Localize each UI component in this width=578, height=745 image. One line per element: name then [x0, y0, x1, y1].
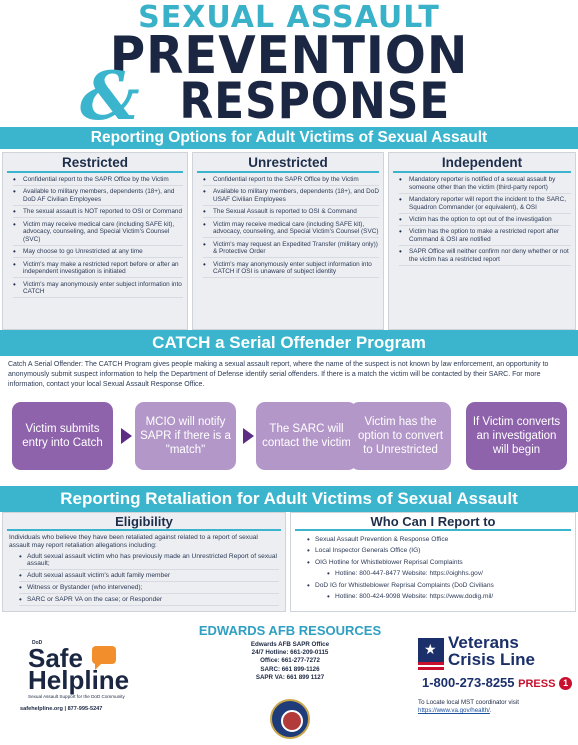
veterans-word: Veterans	[448, 633, 519, 652]
retaliation-banner: Reporting Retaliation for Adult Victims …	[0, 486, 578, 512]
dod-label: DoD	[32, 640, 43, 646]
independent-column: Independent Mandatory reporter is notifi…	[388, 152, 576, 330]
safe-helpline-logo: DoD Safe Helpline Sexual Assault Support…	[10, 640, 160, 720]
list-item: Available to military members, dependent…	[203, 188, 379, 207]
safe-helpline-word2: Helpline	[28, 665, 130, 695]
crisis-phone-number: 1-800-273-8255	[422, 675, 515, 690]
unrestricted-list: Confidential report to the SAPR Office b…	[193, 173, 383, 279]
list-item: DoD IG for Whistleblower Reprisal Compla…	[307, 582, 569, 591]
eligibility-intro: Individuals who believe they have been r…	[9, 534, 258, 549]
va-health-link[interactable]: https://www.va.gov/health/	[418, 707, 490, 714]
crisis-line-word: Crisis Line	[448, 650, 535, 669]
list-item: The Sexual Assault is reported to OSI & …	[203, 208, 379, 219]
flow-step-4: Victim has the option to convert to Unre…	[350, 402, 451, 470]
list-item: Victim's may anonymously enter subject i…	[13, 281, 183, 299]
unrestricted-title: Unrestricted	[197, 153, 379, 173]
list-item: Sexual Assault Prevention & Response Off…	[307, 536, 569, 545]
list-item: Victim's may anonymously enter subject i…	[203, 261, 379, 279]
list-item: Victim may receive medical care (includi…	[203, 221, 379, 239]
who-can-i-report-title: Who Can I Report to	[295, 513, 571, 531]
list-item: Adult sexual assault victim's adult fami…	[19, 572, 279, 583]
press-label: PRESS	[518, 678, 556, 690]
mst-note-text: To Locate local MST coordinator visit	[418, 699, 519, 706]
list-item: Available to military members, dependent…	[13, 188, 183, 207]
list-item: Witness or Bystander (who intervened);	[19, 584, 279, 595]
flow-step-3: The SARC will contact the victim	[256, 402, 357, 470]
list-item: Mandatory reporter will report the incid…	[399, 196, 571, 214]
list-item: Victim has the option to make a restrict…	[399, 228, 571, 247]
resource-line: Office: 661-277-7272	[260, 657, 320, 665]
speech-bubble-icon	[92, 646, 116, 670]
eligibility-list: Adult sexual assault victim who has prev…	[3, 552, 285, 607]
restricted-list: Confidential report to the SAPR Office b…	[3, 173, 187, 299]
veterans-crisis-line-logo: ★ Veterans Crisis Line 1-800-273-8255 PR…	[418, 634, 574, 734]
header-title-line3: RESPONSE	[179, 72, 451, 130]
list-item: Hotline: 800-447-8477 Website: https://o…	[307, 570, 569, 579]
resource-line: SAPR VA: 661 899 1127	[255, 673, 325, 681]
list-item: Victim may receive medical care (includi…	[13, 221, 183, 247]
who-can-i-report-panel: Who Can I Report to Sexual Assault Preve…	[290, 512, 576, 612]
header-ampersand: &	[80, 57, 140, 135]
mst-note-period: .	[489, 707, 492, 714]
safe-helpline-word1: Safe	[28, 643, 83, 673]
list-item: Hotline: 800-424-9098 Website: https://w…	[307, 593, 569, 602]
resource-line: 24/7 Hotline: 661-209-0115	[251, 649, 329, 657]
resource-line: Edwards AFB SAPR Office	[250, 641, 330, 648]
list-item: Adult sexual assault victim who has prev…	[19, 553, 279, 571]
crisis-line-phone[interactable]: 1-800-273-8255 PRESS 1	[422, 675, 573, 692]
list-item: Confidential report to the SAPR Office b…	[13, 176, 183, 187]
list-item: OIG Hotline for Whistleblower Reprisal C…	[307, 559, 569, 568]
flow-step-5: If Victim converts an investigation will…	[466, 402, 567, 470]
list-item: Mandatory reporter is notified of a sexu…	[399, 176, 571, 194]
resources-list: Edwards AFB SAPR Office 24/7 Hotline: 66…	[190, 641, 390, 682]
list-item: SARC or SAPR VA on the case; or Responde…	[19, 596, 279, 607]
arrow-right-icon	[243, 428, 254, 444]
resource-line: SARC: 661 899-1126	[260, 665, 320, 673]
header-title-line1: SEXUAL ASSAULT	[138, 0, 440, 35]
catch-description: Catch A Serial Offender: The CATCH Progr…	[8, 361, 549, 388]
independent-title: Independent	[393, 153, 571, 173]
catch-program-banner: CATCH a Serial Offender Program	[0, 330, 578, 356]
list-item: Victim's may request an Expedited Transf…	[203, 241, 379, 259]
mst-note: To Locate local MST coordinator visit ht…	[418, 699, 574, 715]
list-item: Victim has the option to opt out of the …	[399, 216, 571, 227]
list-item: Victim's may make a restricted report be…	[13, 261, 183, 279]
flag-icon: ★	[418, 638, 444, 672]
restricted-title: Restricted	[7, 153, 183, 173]
list-item: The sexual assault is NOT reported to OS…	[13, 208, 183, 219]
independent-list: Mandatory reporter is notified of a sexu…	[389, 173, 575, 267]
arrow-right-icon	[121, 428, 132, 444]
unrestricted-column: Unrestricted Confidential report to the …	[192, 152, 384, 330]
restricted-column: Restricted Confidential report to the SA…	[2, 152, 188, 330]
header-title-line2: PREVENTION	[109, 26, 469, 86]
who-can-i-report-list: Sexual Assault Prevention & Response Off…	[291, 531, 575, 602]
safe-helpline-contact[interactable]: safehelpline.org | 877-995-5247	[20, 706, 103, 712]
list-item: Local Inspector Generals Office (IG)	[307, 547, 569, 556]
list-item: SAPR Office will neither confirm nor den…	[399, 248, 571, 267]
list-item: May choose to go Unrestricted at any tim…	[13, 248, 183, 259]
safe-helpline-tagline: Sexual Assault Support for the DoD Commu…	[28, 694, 125, 699]
resources-title: EDWARDS AFB RESOURCES	[198, 623, 382, 638]
list-item: Confidential report to the SAPR Office b…	[203, 176, 379, 187]
eligibility-panel: Eligibility Individuals who believe they…	[2, 512, 286, 612]
reporting-options-banner: Reporting Options for Adult Victims of S…	[0, 127, 578, 149]
flow-step-1: Victim submits entry into Catch	[12, 402, 113, 470]
press-number-badge: 1	[559, 677, 573, 690]
poster-header: SEXUAL ASSAULT PREVENTION & RESPONSE	[0, 0, 578, 135]
air-force-seal-icon	[270, 699, 310, 739]
eligibility-title: Eligibility	[7, 513, 281, 531]
flow-step-2: MCIO will notify SAPR if there is a "mat…	[135, 402, 236, 470]
